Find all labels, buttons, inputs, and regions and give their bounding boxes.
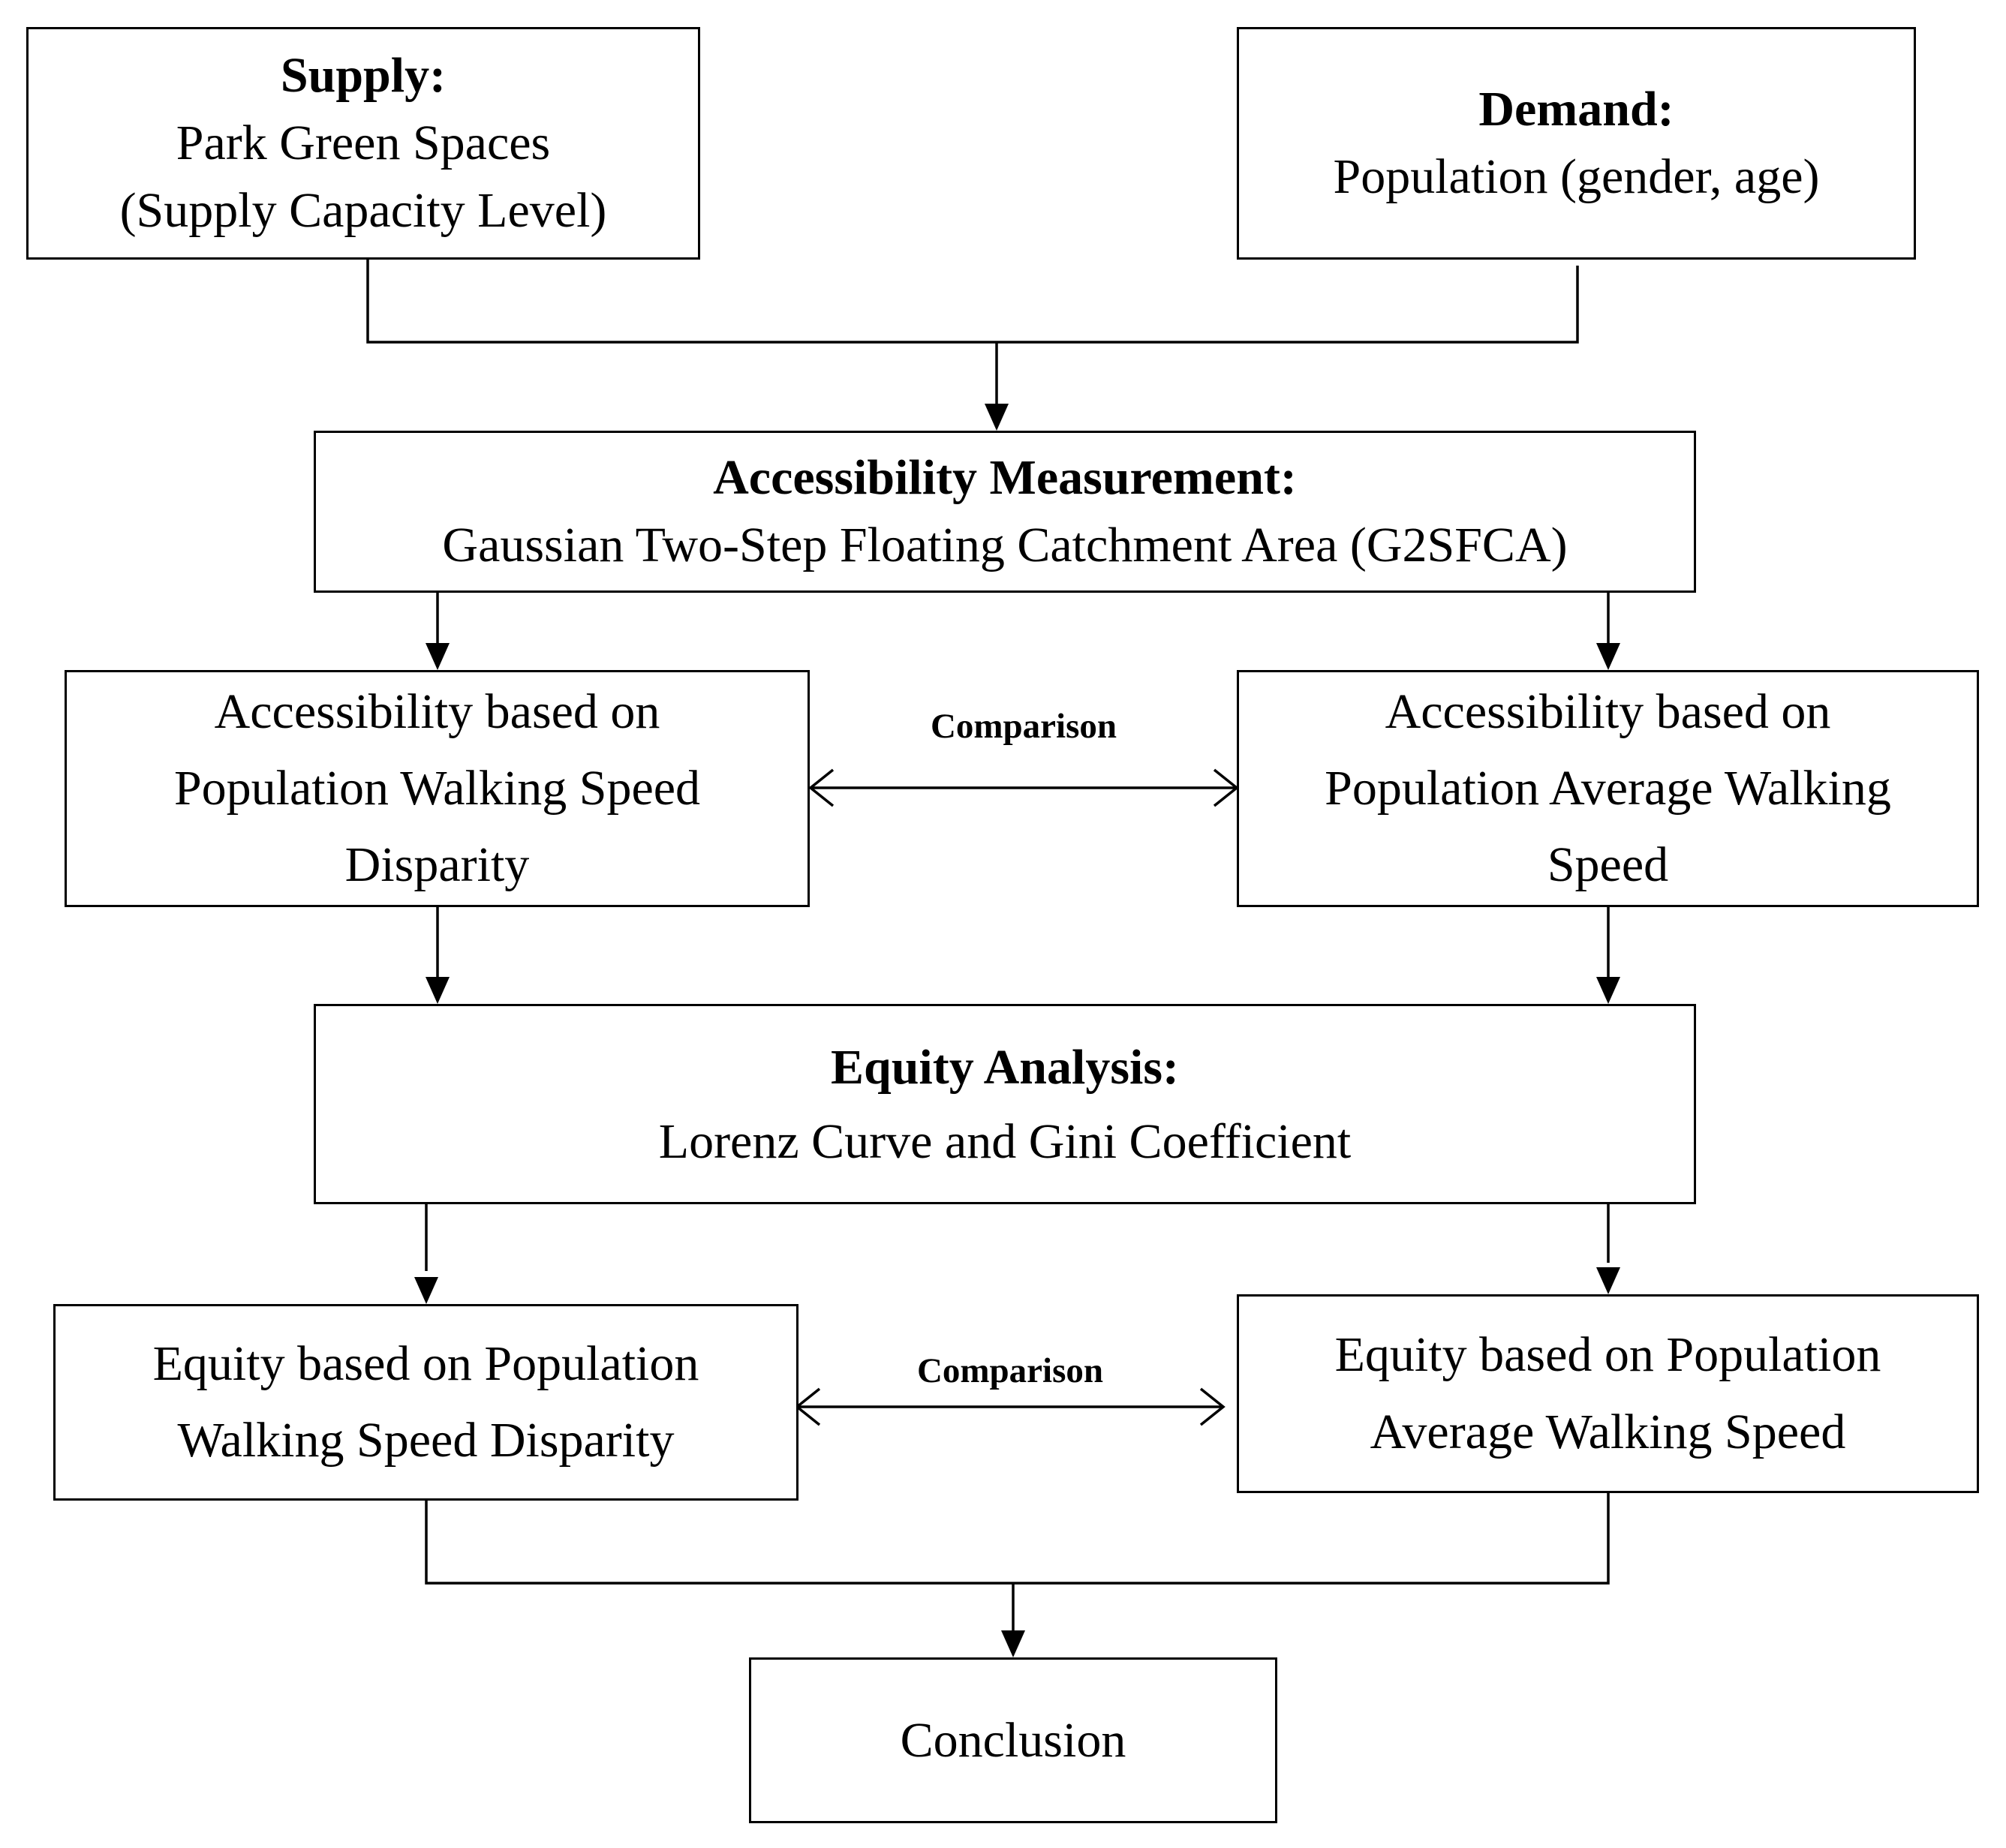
- accessibility-disparity-line-3: Disparity: [344, 837, 530, 893]
- accessibility-average-line-2: Population Average Walking: [1325, 760, 1891, 816]
- equity-average-box: Equity based on Population Average Walki…: [1237, 1294, 1979, 1493]
- supply-title: Supply:: [280, 48, 447, 104]
- conclusion-box: Conclusion: [749, 1657, 1277, 1823]
- supply-box: Supply: Park Green Spaces (Supply Capaci…: [26, 27, 700, 260]
- accessibility-average-line-1: Accessibility based on: [1385, 684, 1831, 739]
- accessibility-measurement-title: Accessibility Measurement:: [713, 450, 1297, 506]
- demand-title: Demand:: [1478, 82, 1674, 137]
- equity-disparity-connector: [425, 1499, 1013, 1585]
- equity-average-line-1: Equity based on Population: [1334, 1327, 1881, 1383]
- accessibility-average-box: Accessibility based on Population Averag…: [1237, 670, 1979, 907]
- equity-average-line-2: Average Walking Speed: [1370, 1404, 1846, 1459]
- accessibility-disparity-line-1: Accessibility based on: [214, 684, 660, 739]
- accessibility-average-line-3: Speed: [1547, 837, 1669, 893]
- comparison-label-upper: Comparison: [930, 707, 1117, 746]
- arrowhead-to-conclusion: [1001, 1630, 1025, 1657]
- arrowhead-to-equity-analysis-left: [426, 977, 450, 1004]
- arrowhead-to-measurement: [985, 404, 1009, 431]
- supply-line-2: (Supply Capacity Level): [119, 182, 607, 238]
- arrowhead-to-equity-disparity: [414, 1277, 438, 1304]
- comparison-label-lower: Comparison: [916, 1351, 1104, 1390]
- arrowhead-lower-right: [1199, 1387, 1226, 1426]
- demand-line-1: Population (gender, age): [1333, 149, 1820, 204]
- demand-box: Demand: Population (gender, age): [1237, 27, 1916, 260]
- equity-disparity-line-1: Equity based on Population: [152, 1336, 699, 1391]
- demand-connector: [997, 266, 1579, 344]
- arrowhead-to-equity-analysis-right: [1596, 977, 1620, 1004]
- arrowhead-to-equity-average: [1596, 1267, 1620, 1294]
- arrowhead-to-accessibility-average: [1596, 643, 1620, 670]
- supply-line-1: Park Green Spaces: [176, 116, 551, 171]
- equity-analysis-box: Equity Analysis: Lorenz Curve and Gini C…: [314, 1004, 1696, 1204]
- arrowhead-to-accessibility-disparity: [426, 643, 450, 670]
- equity-disparity-line-2: Walking Speed Disparity: [177, 1413, 675, 1468]
- equity-average-connector: [1013, 1492, 1610, 1585]
- equity-analysis-line-1: Lorenz Curve and Gini Coefficient: [658, 1113, 1352, 1169]
- accessibility-measurement-box: Accessibility Measurement: Gaussian Two-…: [314, 431, 1696, 593]
- accessibility-disparity-box: Accessibility based on Population Walkin…: [65, 670, 810, 907]
- equity-analysis-title: Equity Analysis:: [831, 1039, 1179, 1095]
- arrowhead-upper-left: [808, 768, 835, 807]
- supply-connector: [366, 258, 997, 344]
- accessibility-disparity-line-2: Population Walking Speed: [173, 760, 701, 816]
- equity-disparity-box: Equity based on Population Walking Speed…: [53, 1304, 798, 1501]
- accessibility-measurement-line-1: Gaussian Two-Step Floating Catchment Are…: [442, 518, 1568, 572]
- conclusion-line-1: Conclusion: [900, 1712, 1126, 1768]
